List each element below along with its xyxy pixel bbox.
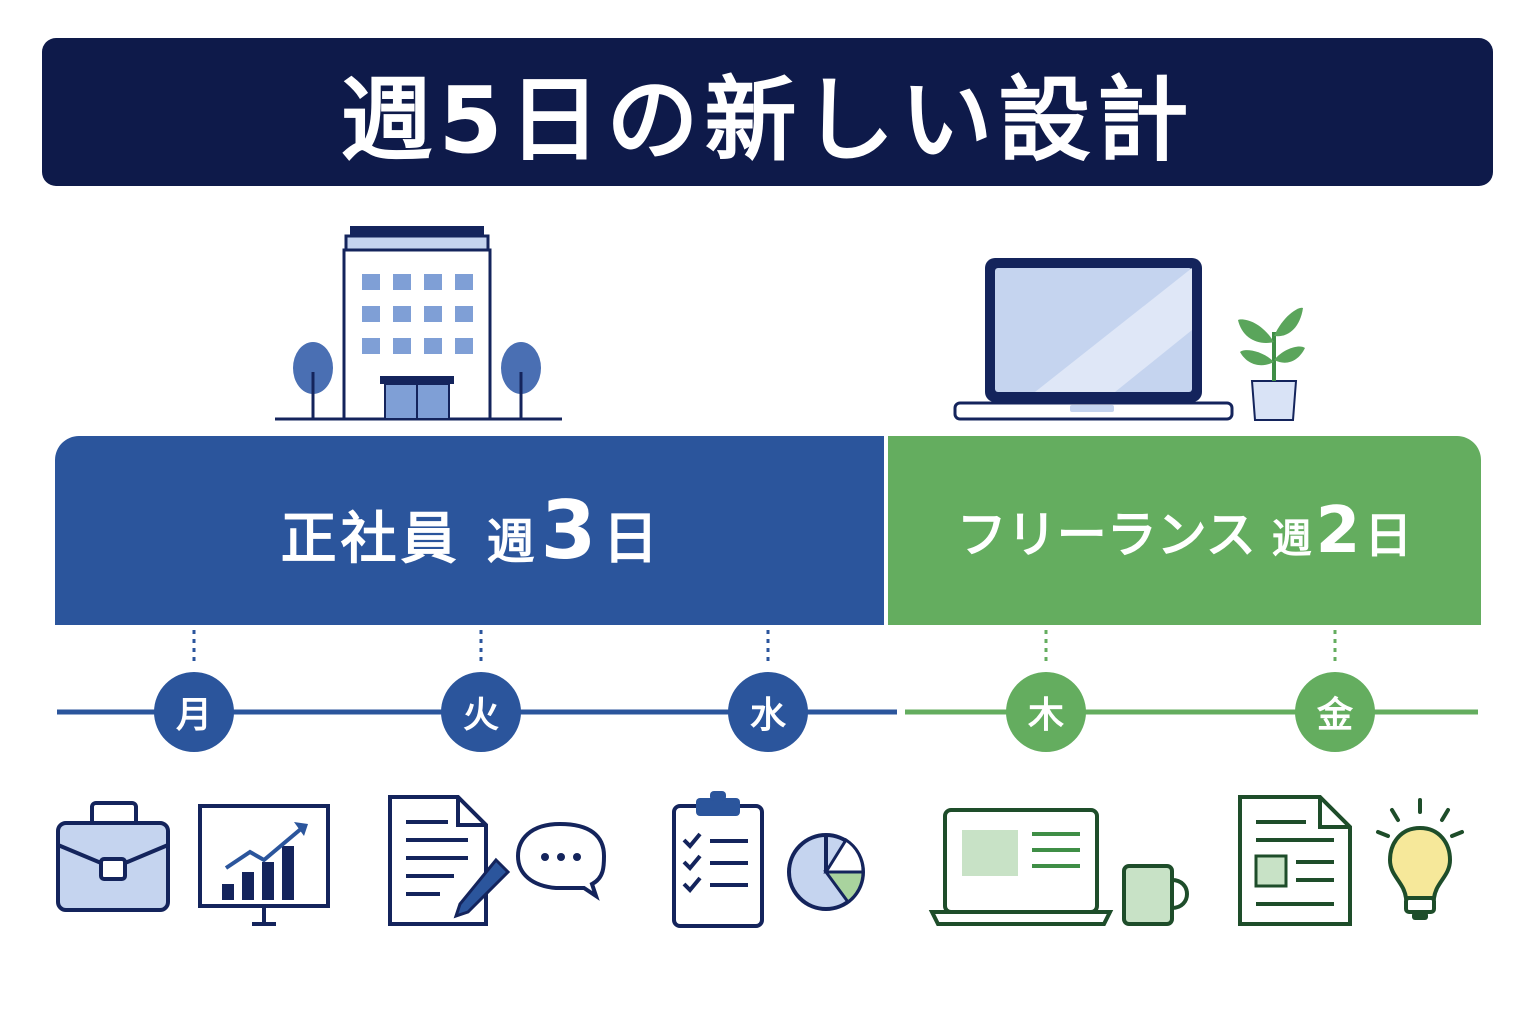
- day-connectors: [192, 630, 1337, 666]
- laptop-with-plant-icon: [953, 258, 1305, 421]
- newsletter-document-icon: [1238, 795, 1352, 926]
- pie-chart-icon: [787, 833, 865, 911]
- day-monday: 月: [154, 672, 234, 752]
- title-banner: 週5日の新しい設計: [42, 38, 1493, 186]
- document-pen-icon: [388, 795, 511, 926]
- lightbulb-icon: [1376, 798, 1464, 920]
- page-title: 週5日の新しい設計: [340, 66, 1195, 174]
- freelance-label: フリーランス 週 2 日: [957, 494, 1413, 568]
- employee-band: 正社員 週 3 日: [55, 436, 884, 625]
- freelance-band: フリーランス 週 2 日: [888, 436, 1481, 625]
- employee-role-text: 正社員: [280, 507, 461, 572]
- employee-label: 正社員 週 3 日: [281, 484, 659, 577]
- freelance-day-unit: 日: [1364, 507, 1413, 564]
- freelance-role-text: フリーランス: [956, 505, 1256, 564]
- employee-day-count: 3: [540, 484, 597, 577]
- day-wednesday: 水: [728, 672, 808, 752]
- mug-icon: [1122, 864, 1189, 926]
- briefcase-icon: [56, 801, 170, 912]
- freelance-day-count: 2: [1315, 493, 1361, 568]
- day-tuesday: 火: [441, 672, 521, 752]
- freelance-week-text: 週: [1271, 515, 1312, 562]
- growth-chart-board-icon: [198, 804, 330, 926]
- speech-bubble-icon: [515, 821, 607, 901]
- employee-day-unit: 日: [602, 507, 659, 572]
- laptop-icon: [928, 808, 1114, 926]
- checklist-clipboard-icon: [672, 791, 764, 928]
- employee-week-text: 週: [486, 514, 535, 570]
- day-friday: 金: [1295, 672, 1375, 752]
- office-building-icon: [275, 226, 562, 421]
- day-thursday: 木: [1006, 672, 1086, 752]
